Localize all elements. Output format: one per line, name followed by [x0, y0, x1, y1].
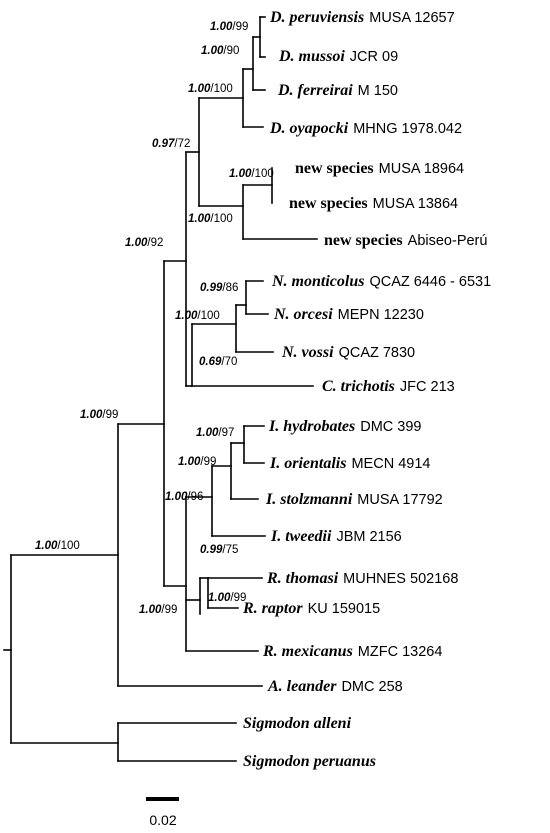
- scale-bar-label: 0.02: [149, 812, 176, 828]
- support-label: 0.97/72: [152, 138, 190, 150]
- support-label: 1.00/100: [35, 540, 80, 552]
- support-label: 1.00/99: [208, 592, 246, 604]
- support-label: 0.99/75: [200, 544, 238, 556]
- support-label: 1.00/100: [175, 310, 220, 322]
- support-label: 1.00/99: [139, 604, 177, 616]
- scale-bar: 0.02: [146, 797, 179, 828]
- support-label: 1.00/99: [210, 21, 248, 33]
- support-label: 1.00/100: [229, 168, 274, 180]
- support-label: 1.00/96: [165, 491, 203, 503]
- support-label: 0.69/70: [199, 356, 237, 368]
- support-values: 1.00/99 1.00/90 1.00/100 0.97/72 1.00/10…: [35, 21, 274, 616]
- support-label: 1.00/99: [178, 456, 216, 468]
- support-label: 0.99/86: [200, 282, 238, 294]
- tree-branches: [3, 16, 318, 762]
- support-label: 1.00/90: [201, 45, 239, 57]
- tip-label: Sigmodon peruanus: [243, 753, 376, 770]
- support-label: 1.00/97: [196, 427, 234, 439]
- support-label: 1.00/99: [80, 409, 118, 421]
- support-label: 1.00/92: [125, 237, 163, 249]
- support-label: 1.00/100: [188, 213, 233, 225]
- scale-bar-line: [146, 797, 179, 801]
- support-label: 1.00/100: [188, 83, 233, 95]
- tip-label: Sigmodon alleni: [243, 715, 352, 732]
